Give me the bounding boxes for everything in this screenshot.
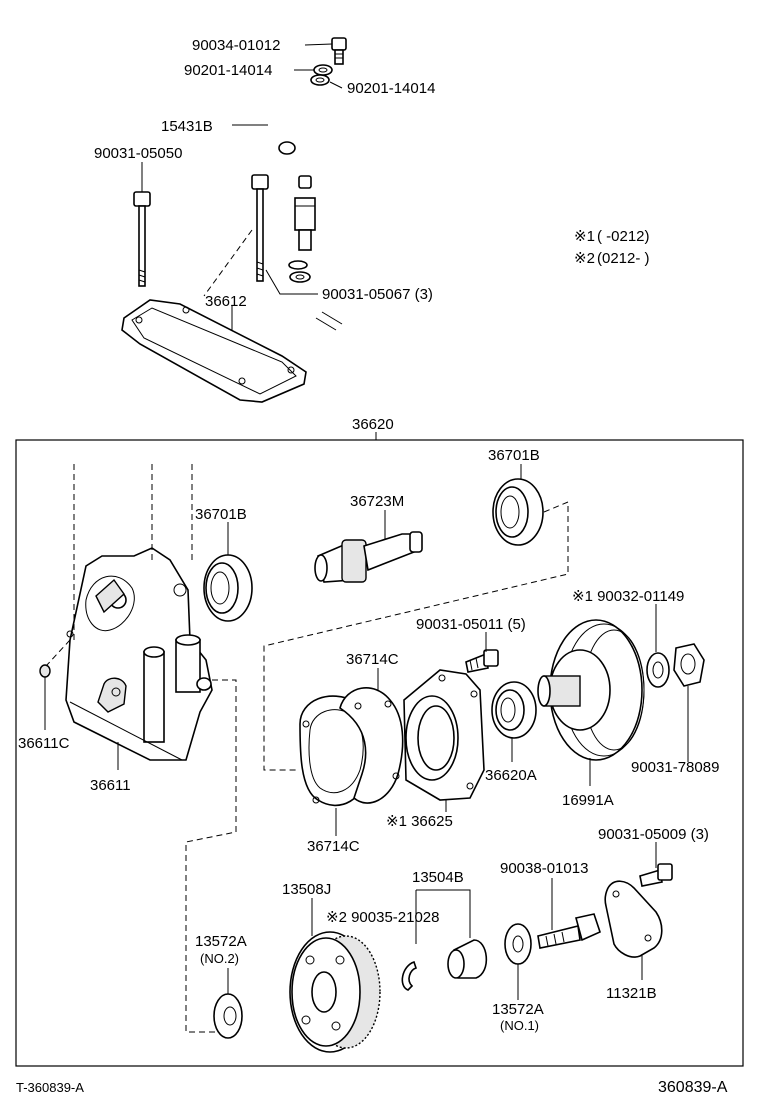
- shaft-36723M: [314, 531, 423, 583]
- bolt-90031-05009: [639, 863, 673, 887]
- union-fitting: [294, 197, 316, 251]
- note-2-range: (0212- ): [597, 250, 650, 267]
- bolt-90031-05050: [133, 191, 151, 287]
- label-36620A: 36620A: [485, 767, 537, 784]
- snap-ring-90035-21028: [401, 960, 418, 991]
- label-90038-01013: 90038-01013: [500, 860, 588, 877]
- label-90031-05009: 90031-05009 (3): [598, 826, 709, 843]
- bolt-90038-01013: [537, 913, 601, 949]
- label-36701B-left: 36701B: [195, 506, 247, 523]
- gasket-90201-14014: [310, 64, 333, 86]
- washer-90032-01149: [646, 652, 670, 688]
- label-no2: (NO.2): [200, 951, 239, 966]
- gasket-36714C: [299, 687, 404, 807]
- bushing-13504B: [447, 939, 488, 979]
- label-90201-14014-a: 90201-14014: [184, 62, 272, 79]
- label-90031-05067: 90031-05067 (3): [322, 286, 433, 303]
- footer-right-code: 360839-A: [658, 1079, 728, 1096]
- label-11321B: 11321B: [606, 985, 657, 1002]
- bearing-36620A: [491, 681, 537, 739]
- note-1-range: ( -0212): [597, 228, 650, 245]
- guide-line: [203, 229, 253, 297]
- label-16991A: 16991A: [562, 792, 614, 809]
- bearing-36701B-top: [492, 478, 544, 546]
- top-leaders: [141, 43, 343, 330]
- label-13572A-no2: 13572A: [195, 933, 247, 950]
- pump-housing-36611: [65, 547, 213, 761]
- guide-line: [45, 639, 71, 667]
- leader-13504B: [415, 889, 471, 944]
- gasket-plate-36612: [121, 299, 307, 403]
- pipe-break-mark: [315, 317, 337, 331]
- label-13504B: 13504B: [412, 869, 464, 886]
- label-90201-14014-b: 90201-14014: [347, 80, 435, 97]
- label-13508J: 13508J: [282, 881, 331, 898]
- footer-left-code: T-360839-A: [16, 1080, 84, 1095]
- bearing-36701B-left: [203, 554, 253, 622]
- label-90031-78089: 90031-78089: [631, 759, 719, 776]
- label-90035-21028: ※2 90035-21028: [326, 909, 440, 926]
- washer-13572A-no2: [213, 993, 243, 1039]
- label-90032-01149: ※1 90032-01149: [572, 588, 684, 605]
- label-36625: ※1 36625: [386, 813, 453, 830]
- bolt-90031-05011: [465, 649, 499, 673]
- label-13572A-no1: 13572A: [492, 1001, 544, 1018]
- label-36612: 36612: [205, 293, 247, 310]
- plug-36611C: [39, 664, 51, 730]
- bolt-90031-05067: [251, 174, 269, 282]
- label-90034-01012: 90034-01012: [192, 37, 280, 54]
- oil-pipe-15431B: [265, 83, 328, 189]
- nut-90031-78089: [673, 643, 705, 687]
- note-1-marker: ※1: [574, 228, 595, 245]
- label-36723M: 36723M: [350, 493, 404, 510]
- assembly-frame-36620: [15, 439, 744, 1067]
- guide-line: [263, 501, 569, 771]
- label-15431B: 15431B: [161, 118, 213, 135]
- washer-set: [288, 260, 311, 283]
- cover-plate-11321B: [604, 880, 663, 958]
- plate-36625: [403, 669, 485, 801]
- pipe-break-mark: [321, 311, 343, 325]
- guide-line: [185, 679, 237, 1033]
- label-36714C-bottom: 36714C: [307, 838, 360, 855]
- applicability-notes: ※1 ( -0212) ※2 (0212- ): [574, 228, 650, 267]
- pulley-16991A: [537, 619, 645, 761]
- note-2-marker: ※2: [574, 250, 595, 267]
- union-bolt-90034-01012: [331, 37, 347, 65]
- washer-13572A-no1: [504, 923, 532, 965]
- label-no1: (NO.1): [500, 1018, 539, 1033]
- label-90031-05011: 90031-05011 (5): [416, 616, 526, 633]
- label-36611C: 36611C: [18, 735, 70, 752]
- label-36701B-top: 36701B: [488, 447, 540, 464]
- label-36620: 36620: [352, 416, 394, 433]
- gear-13508J: [289, 931, 381, 1053]
- label-36611: 36611: [90, 777, 131, 794]
- label-90031-05050: 90031-05050: [94, 145, 182, 162]
- label-36714C-top: 36714C: [346, 651, 399, 668]
